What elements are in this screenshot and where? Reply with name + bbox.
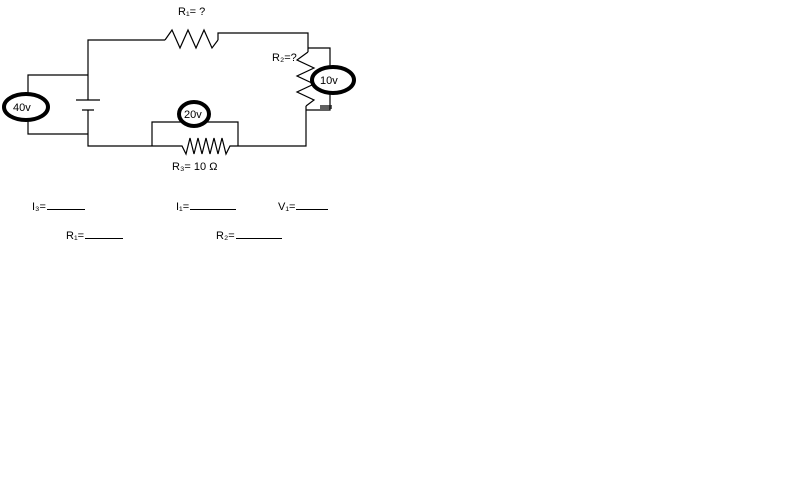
label-r3: R₃= 10 Ω [172, 161, 218, 173]
question-i3: I₃= [32, 199, 85, 214]
voltage-r2: 10v [320, 75, 338, 87]
voltmeter-source [2, 92, 50, 122]
wire-top-left [87, 39, 165, 75]
resistor-r3 [152, 137, 238, 156]
answer-blank-i3[interactable] [46, 199, 85, 210]
answer-blank-v1[interactable] [296, 199, 329, 210]
question-i1-label: I₁= [176, 201, 190, 213]
voltmeter-r2 [310, 65, 356, 95]
label-r1: R₁= ? [178, 6, 206, 18]
battery [76, 75, 100, 120]
answer-blank-r1[interactable] [85, 228, 124, 239]
resistor-r1 [164, 28, 219, 50]
question-r1: R₁= [66, 228, 124, 243]
question-v1: V₁= [278, 199, 329, 214]
question-v1-label: V₁= [278, 201, 296, 213]
label-r2: R₂=? [272, 52, 297, 64]
wire-right [238, 106, 307, 147]
resistor-r2 [295, 51, 316, 107]
question-i3-label: I₃= [32, 201, 46, 213]
question-r2: R₂= [216, 228, 282, 243]
question-r1-label: R₁= [66, 230, 85, 242]
voltage-r3: 20v [184, 109, 202, 121]
wire-bottom-left [87, 120, 152, 147]
answer-blank-r2[interactable] [235, 228, 282, 239]
voltmeter-r3 [177, 100, 211, 128]
answer-blank-i1[interactable] [190, 199, 237, 210]
wire-source-meter [27, 74, 88, 135]
wire-top-right [217, 32, 309, 52]
question-r2-label: R₂= [216, 230, 235, 242]
voltage-source: 40v [13, 102, 31, 114]
question-i1: I₁= [176, 199, 237, 214]
